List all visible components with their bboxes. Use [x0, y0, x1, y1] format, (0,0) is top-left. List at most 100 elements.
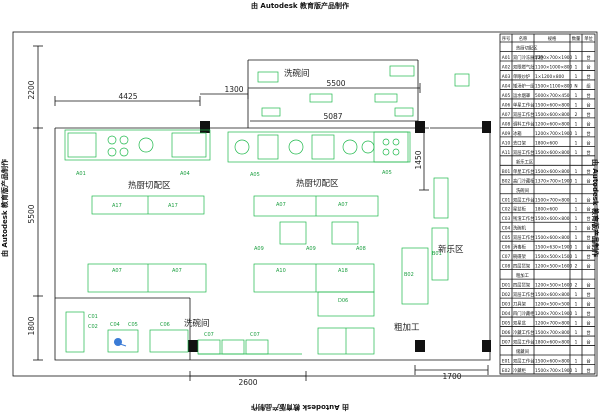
label-a01: A01	[76, 171, 86, 177]
label-c05: C05	[128, 322, 138, 328]
table-cell: 运水烟罩	[513, 92, 531, 99]
dim-5500-left: 5500	[27, 204, 36, 223]
table-cell: A10	[502, 140, 511, 146]
table-cell: C07	[502, 254, 511, 260]
table-cell: C08	[502, 264, 511, 270]
watermark-right: 由 Autodesk 教育版产品制作	[591, 159, 600, 257]
label-b02: B02	[404, 272, 414, 278]
table-cell: 单星工作台	[513, 101, 534, 108]
table-cell: 1	[575, 121, 578, 127]
table-cell: 1200×700×800	[535, 321, 570, 327]
table-cell: D07	[502, 340, 511, 346]
table-cell: 1	[575, 64, 578, 70]
dim-1450: 1450	[414, 150, 423, 169]
table-cell: 1	[575, 321, 578, 327]
table-cell: 台	[586, 310, 590, 317]
dim-2200: 2200	[27, 80, 36, 99]
watermark-bottom: 由 Autodesk 教育版产品制作	[251, 403, 349, 412]
table-cell: C06	[502, 245, 511, 251]
table-cell: 1100×1000×800	[535, 64, 573, 70]
table-cell: 残渣工作台	[513, 215, 534, 222]
label-a07c: A07	[276, 202, 286, 208]
table-cell: 双层工作台	[513, 291, 534, 298]
table-cell: 台	[586, 215, 590, 222]
column	[200, 121, 210, 133]
table-cell: 碗碟架	[513, 253, 527, 260]
table-cell: A02	[502, 64, 511, 70]
table-cell: 2	[575, 112, 578, 118]
faucet-icon	[113, 338, 127, 347]
table-cell: 台	[586, 253, 590, 260]
table-cell: 1	[575, 254, 578, 260]
table-cell: 台	[586, 111, 590, 118]
table-cell: 去口架	[513, 139, 527, 146]
table-cell: 双眼燃气灶	[513, 63, 535, 70]
table-cell: 刀具架	[513, 302, 527, 308]
table-cell: 四层货架	[513, 263, 531, 270]
dim-1800: 1800	[27, 316, 36, 335]
table-cell: 双层工作台	[513, 111, 534, 118]
table-cell: 星盆柜	[513, 206, 527, 213]
label-c04: C04	[110, 322, 120, 328]
label-c02: C02	[88, 324, 98, 330]
table-cell: 1	[575, 178, 578, 184]
table-cell: 台	[586, 301, 590, 308]
zone-washing-bottom: 洗碗间	[184, 318, 210, 329]
table-cell: A04	[502, 83, 511, 89]
table-cell: A01	[502, 55, 511, 61]
label-a18: A18	[338, 268, 348, 274]
table-section-header: 储藏间	[516, 348, 529, 355]
column	[415, 340, 425, 352]
label-c07: C07	[204, 332, 214, 338]
table-cell: C05	[502, 235, 511, 241]
table-cell: C01	[502, 197, 511, 203]
dim-1300: 1300	[224, 85, 243, 94]
label-a10: A10	[276, 268, 286, 274]
table-cell: 台	[586, 73, 590, 80]
table-cell: 1500×600×800	[535, 112, 570, 118]
table-cell: 1500×600×800	[535, 216, 570, 222]
table-cell: D01	[502, 283, 511, 289]
equipment: A01 A04 A05 A05 A17 A17 A07 A07 A07 A07 …	[64, 65, 470, 355]
table-cell: A11	[502, 150, 511, 156]
table-cell: 单眼炒炉	[513, 73, 530, 80]
label-b01: B01	[432, 251, 442, 257]
table-cell: 1500×500×1500	[535, 254, 573, 260]
table-cell: 矮汤炉一组	[513, 82, 535, 89]
table-cell: 1500×700×800	[535, 330, 570, 336]
label-a17b: A17	[168, 203, 178, 209]
label-a07b: A07	[172, 268, 182, 274]
table-cell: 1	[575, 74, 578, 80]
table-cell: 1	[575, 292, 578, 298]
table-section-header: 热厨切配区	[516, 44, 538, 51]
column	[415, 121, 425, 133]
table-cell: 1500×600×800	[535, 150, 570, 156]
zone-fresh-area: 新乐区	[438, 244, 464, 255]
table-cell: 1500×600×800	[535, 292, 570, 298]
column	[482, 340, 491, 352]
label-a17: A17	[112, 203, 122, 209]
table-cell: 双星盆	[513, 320, 527, 327]
table-cell: 1200×500×500	[535, 302, 570, 308]
table-cell: 洗碗机	[513, 225, 527, 232]
table-cell: 1500×630×1900	[535, 245, 573, 251]
table-header: 单位	[584, 35, 593, 42]
table-cell: A08	[502, 121, 511, 127]
table-cell: 台	[586, 120, 590, 127]
table-cell: 台	[586, 234, 590, 241]
table-cell: 1500×1100×800	[535, 83, 573, 89]
zone-hot-kitchen-right: 热厨切配区	[296, 178, 339, 189]
table-cell: 1	[575, 216, 578, 222]
table-cell: 台	[586, 63, 590, 70]
dim-2600: 2600	[238, 378, 257, 387]
label-a09b: A09	[306, 246, 316, 252]
table-cell: D05	[502, 321, 511, 327]
dim-4425: 4425	[118, 92, 137, 101]
watermark-top: 由 Autodesk 教育版产品制作	[251, 1, 349, 10]
table-section-header: 粗加工	[516, 272, 530, 279]
table-cell: 1	[575, 102, 578, 108]
table-cell: 1200×600×800	[535, 121, 570, 127]
